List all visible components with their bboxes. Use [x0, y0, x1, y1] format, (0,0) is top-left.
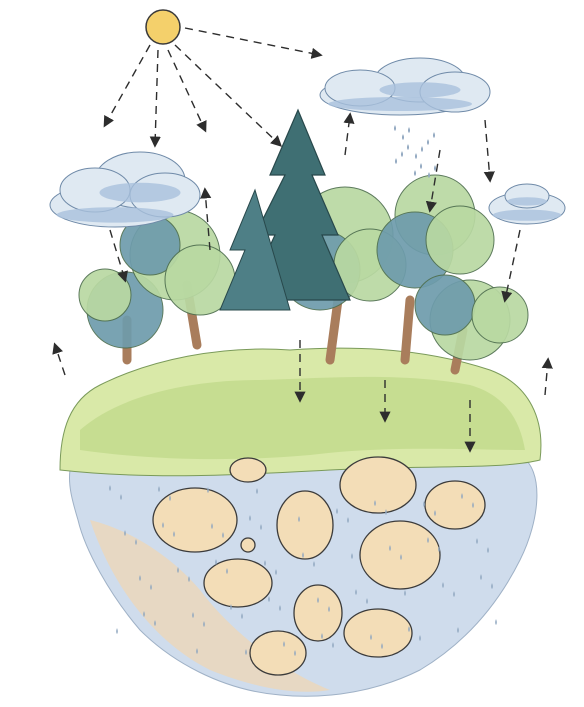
boulder: [153, 488, 237, 552]
cloud-shadow: [493, 210, 561, 221]
rain-drop: [434, 165, 436, 171]
boulder: [241, 538, 255, 552]
rain-drop: [420, 163, 422, 169]
tree-foliage: [426, 206, 494, 274]
tree-foliage: [415, 275, 475, 335]
boulder: [294, 585, 342, 641]
rain-drop: [407, 144, 409, 150]
flow-arrow: [485, 120, 490, 180]
sun-icon: [146, 10, 180, 44]
boulder: [277, 491, 333, 559]
tree-foliage: [472, 287, 528, 343]
flow-arrow: [55, 345, 65, 375]
cloud-shadow: [507, 197, 547, 205]
rain-drop: [401, 151, 403, 157]
cloud-shadow: [328, 97, 472, 111]
cloud-shadow: [57, 207, 174, 222]
boulder: [230, 458, 266, 482]
boulder: [425, 481, 485, 529]
cloud: [489, 184, 565, 224]
cloud: [320, 58, 490, 115]
grass-ground: [60, 348, 541, 476]
water-droplet: [495, 619, 497, 625]
boulder: [340, 457, 416, 513]
boulder: [344, 609, 412, 657]
flow-arrow: [168, 50, 205, 130]
cloud: [50, 152, 200, 227]
rain-drop: [395, 158, 397, 164]
cloud-shadow: [100, 183, 181, 203]
rain-drop: [408, 127, 410, 133]
tree-trunk: [405, 300, 410, 360]
water-droplet: [116, 628, 118, 634]
rain-drop: [402, 134, 404, 140]
flow-arrow: [175, 45, 280, 145]
flow-arrow: [545, 360, 548, 395]
rain-drop: [394, 125, 396, 131]
boulder: [360, 521, 440, 589]
sun: [146, 10, 180, 44]
rain-drop: [414, 170, 416, 176]
rain-drop: [433, 132, 435, 138]
flow-arrow: [105, 45, 150, 125]
boulder: [204, 559, 272, 607]
flow-arrow: [155, 50, 158, 145]
tree-foliage: [79, 269, 131, 321]
flow-arrow: [345, 115, 350, 155]
rain-drop: [421, 146, 423, 152]
tree-group: [79, 110, 528, 370]
boulder: [250, 631, 306, 675]
rain-drops: [394, 125, 436, 178]
flow-arrow: [185, 28, 320, 55]
rain-drop: [427, 139, 429, 145]
cloud-shadow: [380, 82, 461, 97]
rain-drop: [415, 153, 417, 159]
